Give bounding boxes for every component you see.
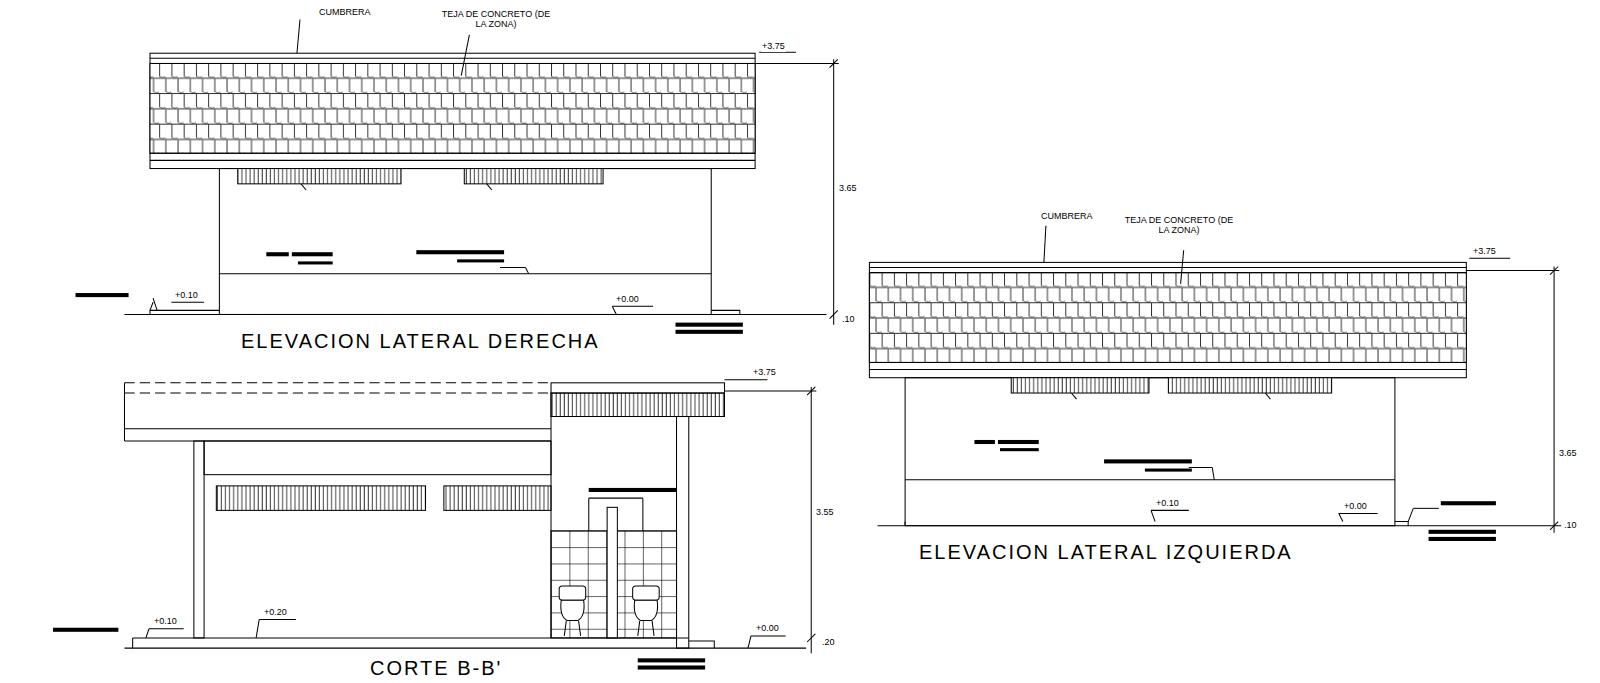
dimension-label: .10 <box>1563 521 1578 531</box>
dimension-label: +0.10 <box>153 617 178 627</box>
dimension-label: 3.65 <box>838 184 858 194</box>
dimension-label: 3.55 <box>815 508 835 518</box>
dimension-label: +0.10 <box>174 291 199 301</box>
material-callout: TEJA DE CONCRETO (DE LA ZONA) <box>1122 216 1236 236</box>
view-title: ELEVACION LATERAL DERECHA <box>240 330 601 352</box>
dimension-label: +0.00 <box>1343 502 1368 512</box>
dimension-label: +3.75 <box>752 368 777 378</box>
view-title: CORTE B-B' <box>369 657 503 679</box>
view-title: ELEVACION LATERAL IZQUIERDA <box>918 541 1294 563</box>
dimension-label: +0.20 <box>263 608 288 618</box>
dimension-label: +0.00 <box>615 295 640 305</box>
dimension-label: .10 <box>841 315 856 325</box>
material-callout: TEJA DE CONCRETO (DE LA ZONA) <box>439 10 553 30</box>
dimension-label: +3.75 <box>1472 247 1497 257</box>
dimension-label: 3.65 <box>1558 449 1578 459</box>
dimension-label: +0.10 <box>1155 499 1180 509</box>
dimension-label: +3.75 <box>761 42 786 52</box>
dimension-label: +0.00 <box>755 624 780 634</box>
dimension-label: CUMBRERA <box>1040 212 1094 222</box>
dimension-label: .20 <box>821 638 836 648</box>
dimension-label: CUMBRERA <box>318 8 372 18</box>
